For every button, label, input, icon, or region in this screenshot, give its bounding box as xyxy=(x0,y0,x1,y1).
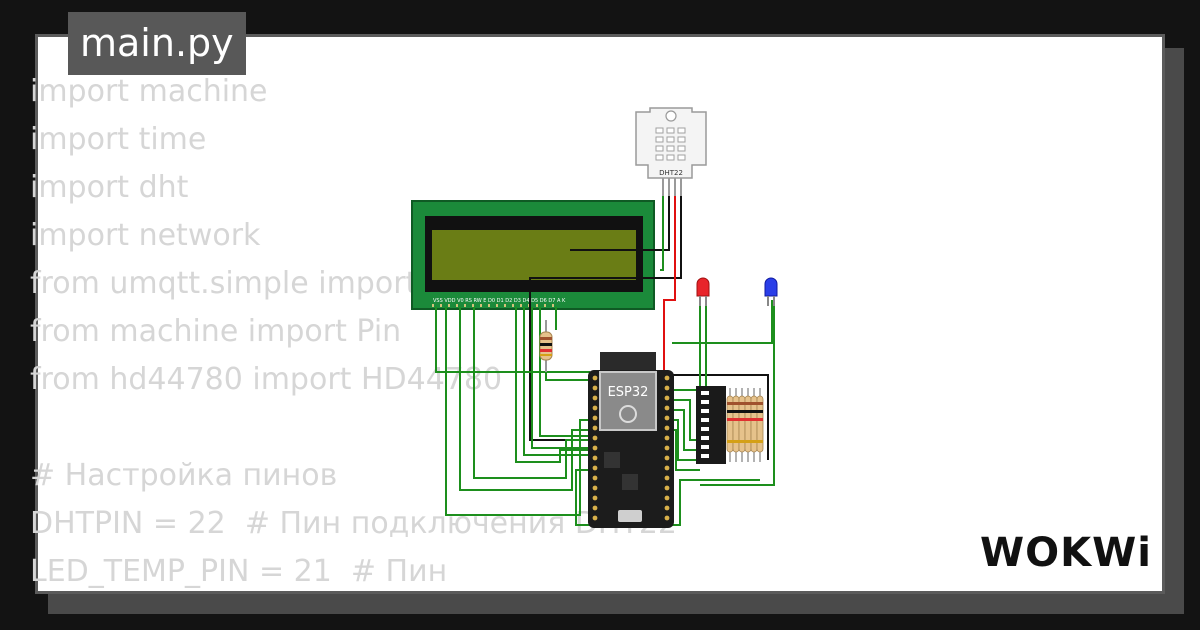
red-led[interactable] xyxy=(696,277,710,306)
blue-led[interactable] xyxy=(764,277,778,306)
resistor-array[interactable] xyxy=(726,388,764,462)
lcd-pin-labels: VSS VDD V0 RS RW E D0 D1 D2 D3 D4 D5 D6 … xyxy=(433,298,566,304)
code-line: import network xyxy=(30,218,261,253)
code-line: from hd44780 import HD44780 xyxy=(30,362,503,397)
dip-switch[interactable] xyxy=(696,386,726,464)
code-line: LED_TEMP_PIN = 21 # Пин xyxy=(30,554,448,589)
esp32-board[interactable]: ESP32 xyxy=(588,352,674,528)
esp32-label: ESP32 xyxy=(608,385,649,400)
lcd-screen xyxy=(432,230,636,280)
lcd-resistor[interactable] xyxy=(539,320,553,372)
filename-tab: main.py xyxy=(68,12,246,75)
lcd-display[interactable]: VSS VDD V0 RS RW E D0 D1 D2 D3 D4 D5 D6 … xyxy=(411,200,655,310)
code-line: from machine import Pin xyxy=(30,314,402,349)
code-line: # Настройка пинов xyxy=(30,458,338,493)
code-line: import time xyxy=(30,122,207,157)
code-line: import machine xyxy=(30,74,268,109)
dht22-label: DHT22 xyxy=(659,169,683,177)
dht22-sensor[interactable]: DHT22 xyxy=(635,107,707,196)
wokwi-logo: WOKWi xyxy=(980,530,1152,576)
svg-text:WOKWi: WOKWi xyxy=(980,530,1152,576)
wires xyxy=(435,196,775,526)
code-line: import dht xyxy=(30,170,189,205)
